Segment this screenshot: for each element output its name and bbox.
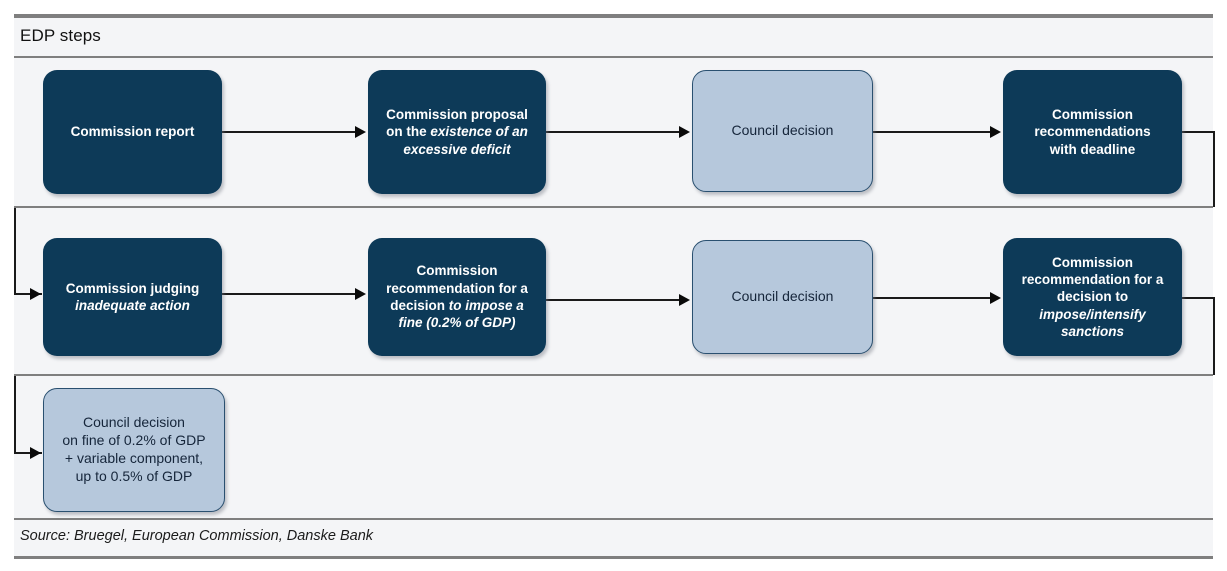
arrowhead-n8 xyxy=(990,292,1001,304)
arrowhead-n6 xyxy=(355,288,366,300)
node-line: decision xyxy=(390,298,449,313)
edge-n6-n7 xyxy=(546,299,680,301)
edge-n4-wrap-v xyxy=(1213,131,1215,207)
arrowhead-n9 xyxy=(30,447,41,459)
top-rule xyxy=(14,14,1213,18)
node-line: recommendations xyxy=(1034,124,1151,140)
arrowhead-n4 xyxy=(990,126,1001,138)
node-line-emphasis: inadequate action xyxy=(75,298,190,313)
edge-n5-n6 xyxy=(222,293,356,295)
bottom-rule xyxy=(14,556,1213,559)
node-line: Council decision xyxy=(83,414,185,431)
node-line: on fine of 0.2% of GDP xyxy=(62,432,206,449)
node-line-emphasis: sanctions xyxy=(1060,323,1125,339)
node-commission-recommendation-sanctions[interactable]: Commission recommendation for a decision… xyxy=(1003,238,1182,356)
node-council-decision-fine[interactable]: Council decision on fine of 0.2% of GDP … xyxy=(43,388,225,512)
edge-n4-n5-h xyxy=(14,293,42,295)
node-line: Council decision xyxy=(731,122,834,139)
node-commission-judging[interactable]: Commission judging inadequate action xyxy=(43,238,222,356)
edge-n2-n3 xyxy=(546,131,680,133)
node-line-emphasis: existence of an xyxy=(430,124,528,140)
node-line: recommendation for a xyxy=(386,280,528,296)
arrowhead-n7 xyxy=(679,294,690,306)
edge-n8-n9-v xyxy=(14,376,16,453)
edge-n8-n9-h xyxy=(14,452,42,454)
node-commission-recommendations-deadline[interactable]: Commission recommendations with deadline xyxy=(1003,70,1182,194)
edge-n4-wrap-h xyxy=(1182,131,1215,133)
node-line: up to 0.5% of GDP xyxy=(75,467,193,484)
figure-title: EDP steps xyxy=(20,26,101,45)
node-line: Commission xyxy=(1051,254,1133,270)
node-line-emphasis: fine (0.2% of GDP) xyxy=(398,315,516,331)
arrowhead-n2 xyxy=(355,126,366,138)
node-commission-recommendation-fine[interactable]: Commission recommendation for a decision… xyxy=(368,238,546,356)
node-line-emphasis: to impose a xyxy=(448,298,524,313)
node-council-decision-1[interactable]: Council decision xyxy=(692,70,873,192)
node-commission-proposal[interactable]: Commission proposal on the existence of … xyxy=(368,70,546,194)
node-line: Commission report xyxy=(70,124,195,140)
node-line: Commission judging xyxy=(65,280,200,296)
node-line-emphasis: impose/intensify xyxy=(1039,306,1146,322)
node-line: Council decision xyxy=(731,288,834,305)
node-line: Commission proposal xyxy=(386,107,528,123)
arrowhead-n3 xyxy=(679,126,690,138)
divider-row-2 xyxy=(14,374,1213,376)
divider-row-1 xyxy=(14,206,1213,208)
node-line: recommendation for a xyxy=(1021,272,1164,288)
edge-n8-wrap-h xyxy=(1182,297,1215,299)
arrowhead-n5 xyxy=(30,288,41,300)
edge-n3-n4 xyxy=(873,131,991,133)
node-line: Commission xyxy=(1051,107,1133,123)
divider-row-3 xyxy=(14,518,1213,520)
source-note: Source: Bruegel, European Commission, Da… xyxy=(20,528,374,544)
title-band xyxy=(14,18,1213,56)
node-line-emphasis: excessive deficit xyxy=(403,141,511,157)
divider-under-title xyxy=(14,56,1213,58)
edge-n8-wrap-v xyxy=(1213,297,1215,375)
node-line: decision to xyxy=(1056,289,1129,305)
node-commission-report[interactable]: Commission report xyxy=(43,70,222,194)
node-council-decision-2[interactable]: Council decision xyxy=(692,240,873,354)
node-line: with deadline xyxy=(1049,141,1136,157)
edge-n7-n8 xyxy=(873,297,991,299)
node-line: + variable component, xyxy=(64,450,204,466)
edge-n1-n2 xyxy=(222,131,356,133)
node-line: Commission xyxy=(416,263,498,279)
edge-n4-n5-v xyxy=(14,208,16,294)
node-line: on the xyxy=(386,124,431,140)
source-band xyxy=(14,520,1213,556)
